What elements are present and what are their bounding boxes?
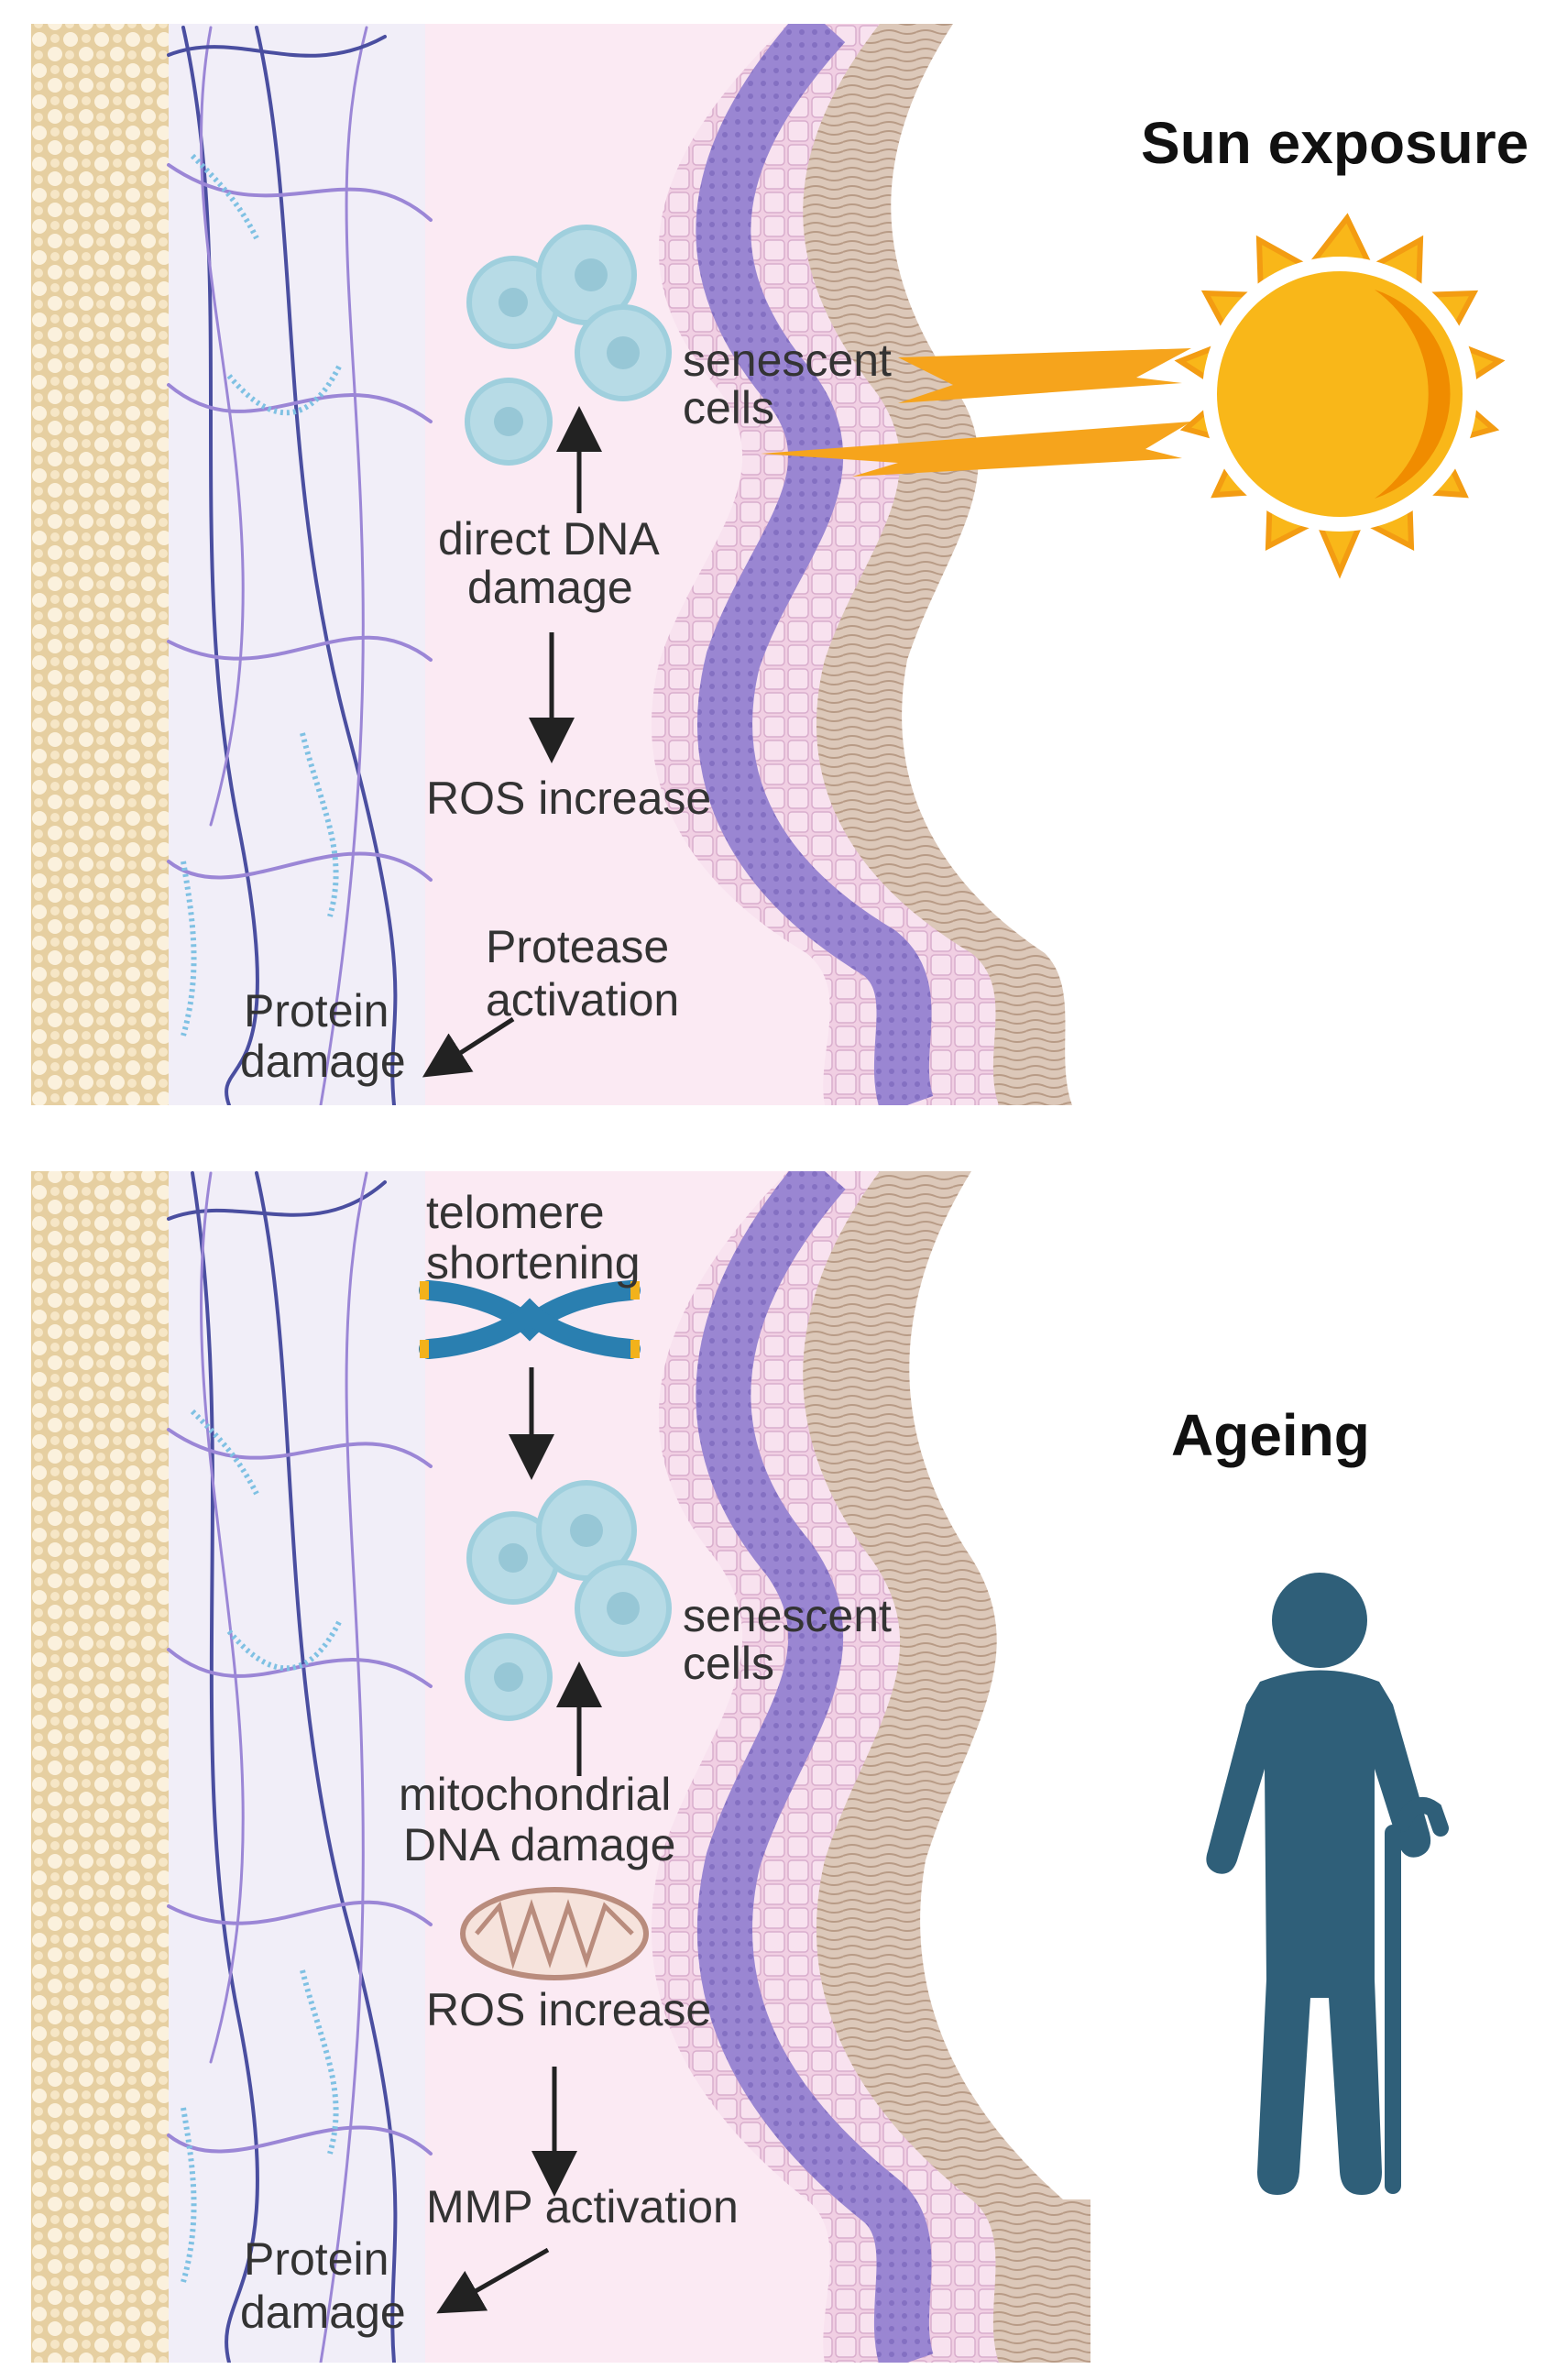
label-senescent-top-1: senescent [683,335,892,386]
subcutaneous-fat [31,24,169,1105]
collagen-fibers [167,26,433,1105]
sun-exposure-panel: senescent cells direct DNA damage ROS in… [31,24,1090,1105]
skin-surface [891,24,1090,1105]
title-ageing: Ageing [1171,1402,1370,1468]
senescent-cells-top [465,225,672,466]
label-senescent-top-2: cells [683,382,774,433]
mitochondrion-icon [460,1887,649,1980]
label-telomere-1: telomere [426,1187,605,1238]
dermis-layer-bottom [169,1171,425,2363]
label-mito-1: mitochondrial [399,1769,671,1820]
label-mito-2: DNA damage [403,1819,675,1870]
basal-layer [696,24,934,1105]
chromosome-icon [419,1280,641,1359]
elastin-fibers-bottom [181,1409,342,2283]
label-protein-bottom-2: damage [240,2287,406,2338]
subcutaneous-fat-bottom [31,1171,169,2363]
collagen-fibers-bottom [167,1171,433,2363]
label-protease-2: activation [486,974,679,1025]
label-protein-bottom-1: Protein [244,2233,389,2285]
title-sun-exposure: Sun exposure [1141,110,1529,176]
skin-surface-bottom [909,1171,1090,2199]
sun-rays [761,348,1191,477]
label-protein-top-2: damage [240,1036,406,1087]
sun-icon [1174,213,1506,579]
label-direct-dna-1: direct DNA [438,513,660,565]
elastin-fibers [181,153,342,1036]
elderly-person-icon [1206,1573,1449,2195]
senescent-cells-bottom [465,1480,672,1721]
label-senescent-bottom-2: cells [683,1638,774,1689]
arrows-bottom [436,1367,602,2314]
label-protease-1: Protease [486,921,669,972]
label-direct-dna-2: damage [467,562,633,613]
label-telomere-2: shortening [426,1237,641,1289]
arrow-protease-to-protein [422,1016,515,1078]
label-protein-top-1: Protein [244,985,389,1036]
label-ros-bottom: ROS increase [426,1984,711,2035]
label-mmp: MMP activation [426,2181,739,2232]
label-senescent-bottom-1: senescent [683,1590,892,1641]
ageing-panel: telomere shortening senescent cells mito… [31,1171,1090,2363]
label-ros-top: ROS increase [426,773,711,824]
arrow-mmp-to-protein [436,2247,550,2314]
basal-layer-bottom [696,1171,934,2363]
arrows-top [422,406,602,1078]
